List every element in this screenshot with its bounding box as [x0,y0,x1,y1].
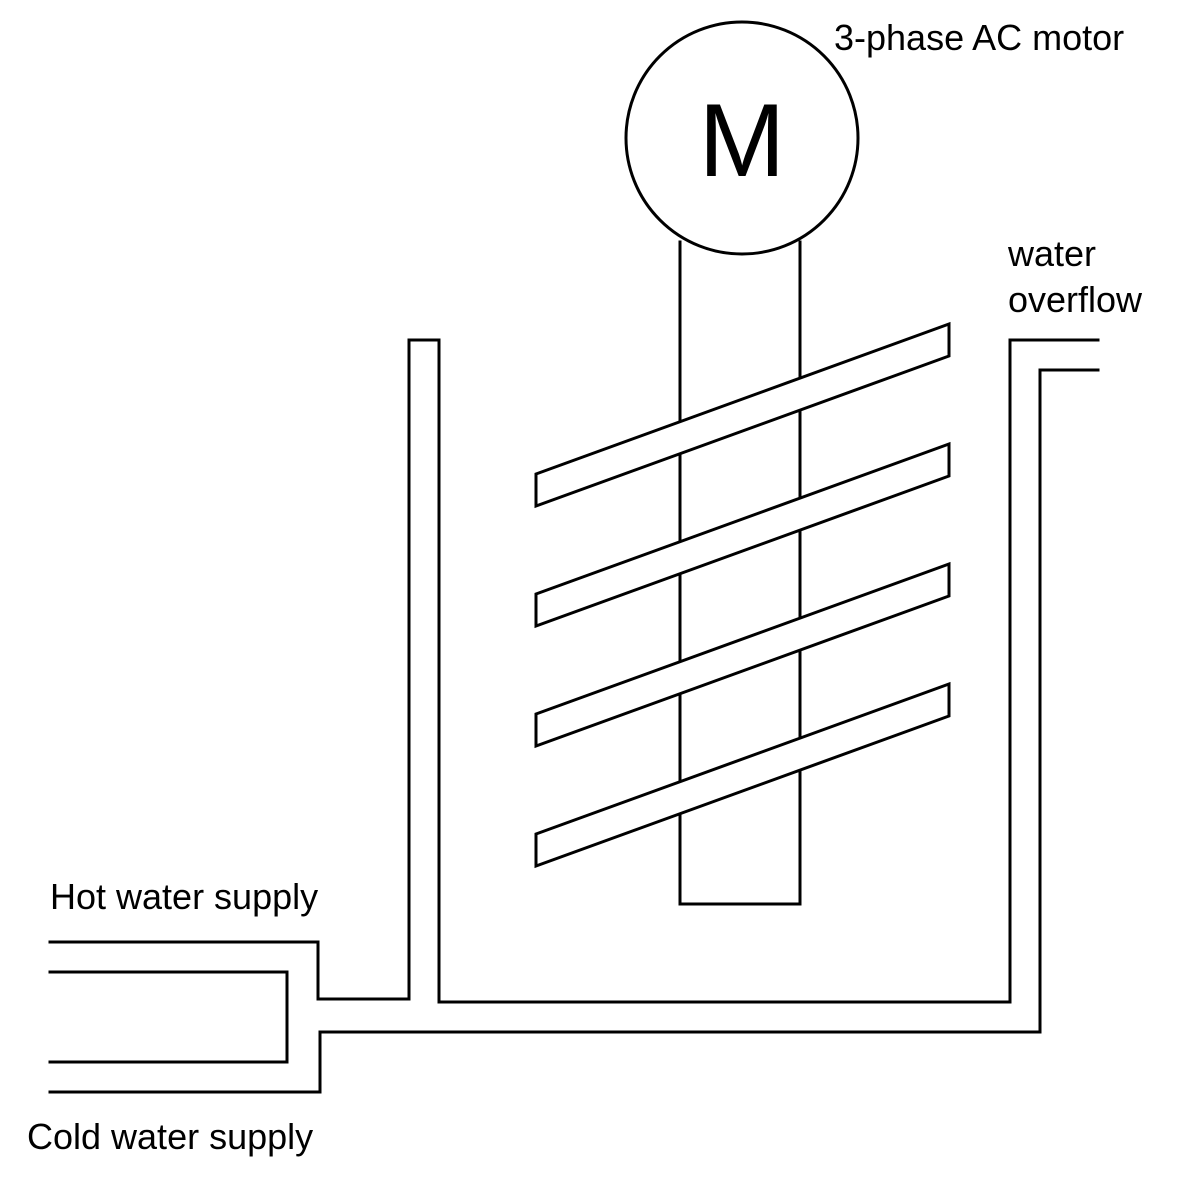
mixer-blade-2 [534,441,951,629]
overflow-pipe [318,338,1100,1094]
mixer-blade-3 [534,561,951,749]
overflow-label-line2: overflow [1008,279,1143,320]
hot-pipe-outer [48,940,411,1001]
motor: M [624,20,860,256]
hot-pipe-inner [48,970,289,1064]
hot-water-label: Hot water supply [50,876,318,917]
tank-left-wall-outer [407,338,441,1004]
mixer-blades [534,321,951,869]
mixer-blade-1 [534,321,951,509]
cold-water-label: Cold water supply [27,1116,313,1157]
hot-water-pipe [48,940,411,1064]
motor-label: 3-phase AC motor [834,17,1124,58]
overflow-pipe-lower [318,368,1100,1094]
motor-symbol: M [699,83,786,199]
motor-circle [624,20,860,256]
overflow-label-line1: water [1007,233,1096,274]
tank [407,338,1012,1004]
mixer-blade-4 [534,681,951,869]
